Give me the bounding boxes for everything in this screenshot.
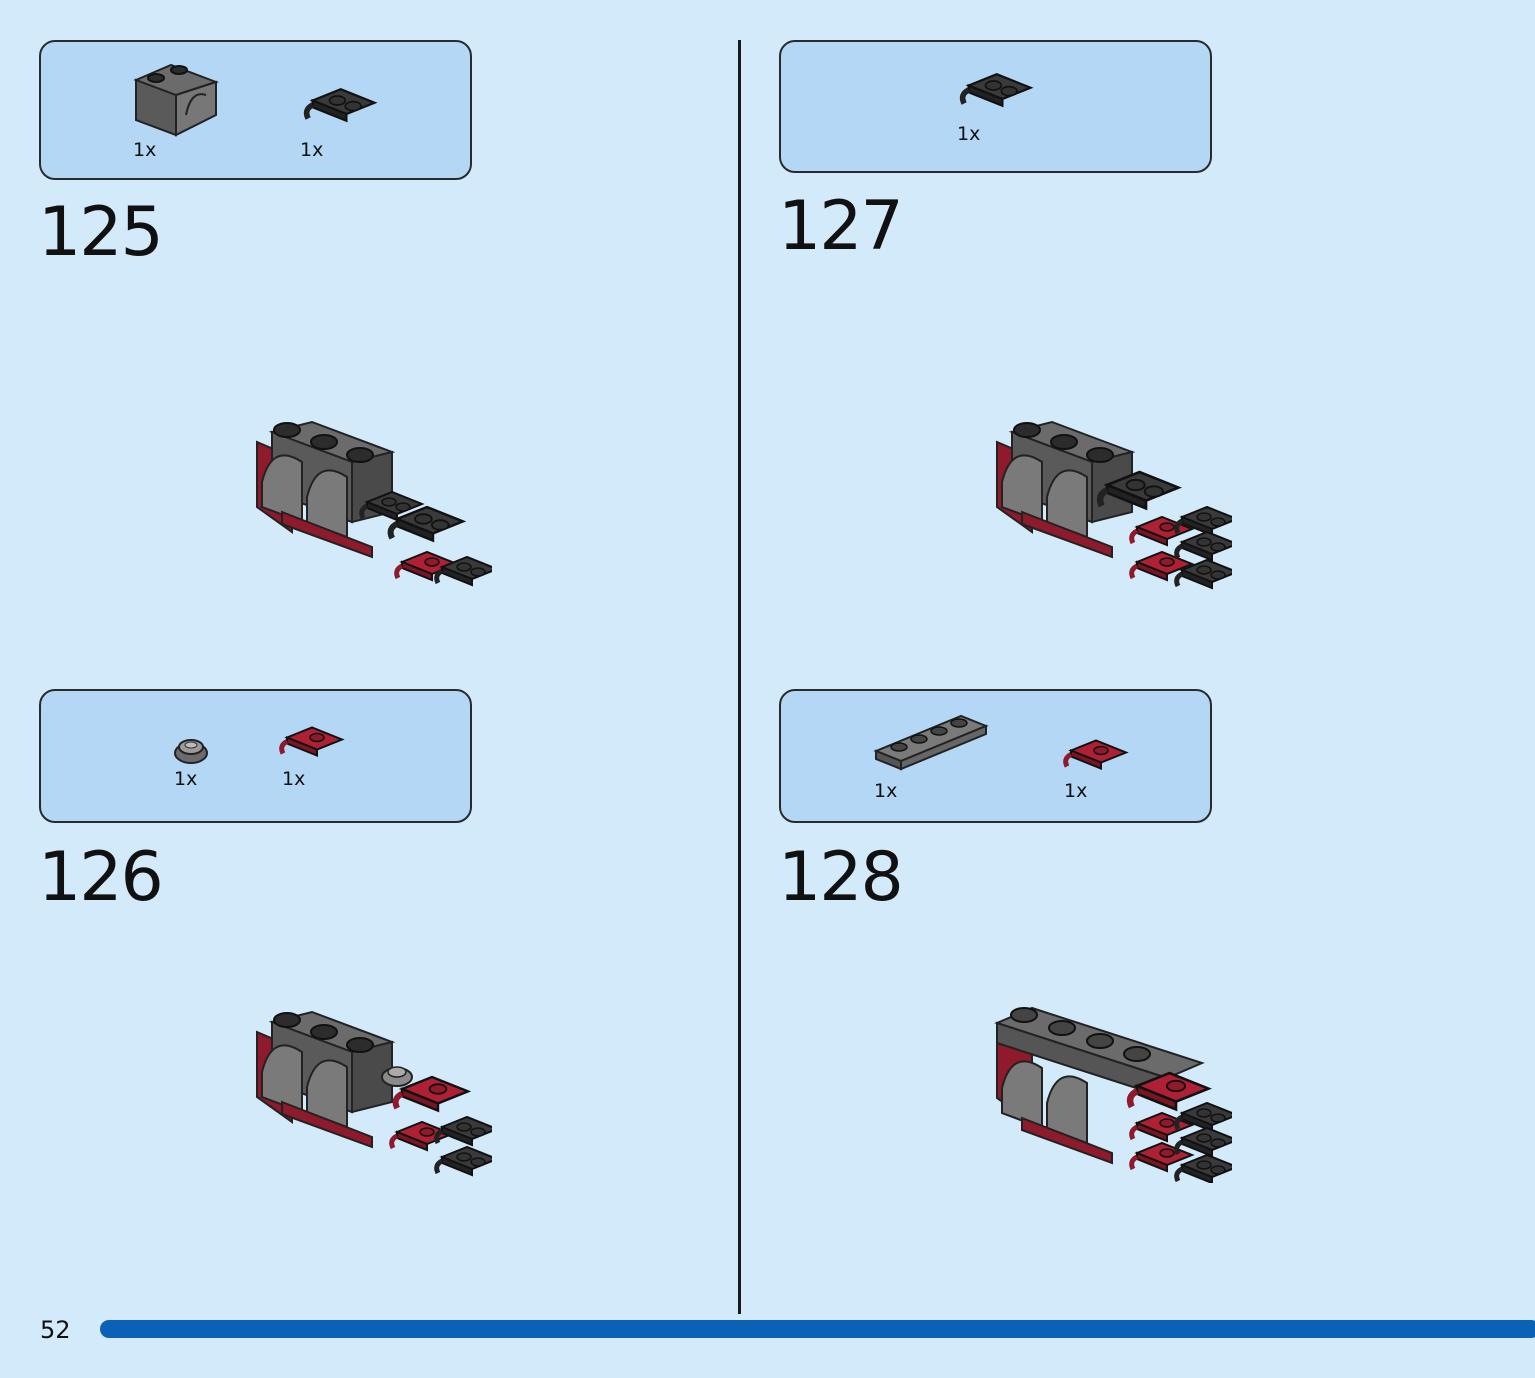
plate-clip-red-part-icon: [279, 723, 349, 768]
technic-bracket-part-icon: [133, 63, 220, 137]
round-plate-part-icon: [174, 739, 208, 764]
part-quantity: 1x: [957, 123, 981, 145]
part-quantity: 1x: [282, 768, 306, 790]
plate-clip-red-part-icon: [1063, 736, 1133, 781]
part-quantity: 1x: [133, 139, 157, 161]
assembly-model-step-125: [256, 421, 492, 592]
parts-box-step-125: 1x 1x: [39, 40, 472, 180]
part-quantity: 1x: [300, 139, 324, 161]
plate-clip-black-part-icon: [959, 72, 1039, 117]
part-quantity: 1x: [874, 780, 898, 802]
page-number: 52: [40, 1316, 71, 1344]
step-number: 127: [778, 187, 904, 266]
part-quantity: 1x: [174, 768, 198, 790]
progress-bar: [100, 1320, 1535, 1338]
parts-box-step-128: 1x 1x: [779, 689, 1212, 823]
parts-box-step-126: 1x 1x: [39, 689, 472, 823]
assembly-model-step-126: [256, 1011, 492, 1182]
plate-1x4-part-icon: [873, 714, 989, 771]
column-divider: [738, 40, 741, 1314]
part-quantity: 1x: [1064, 780, 1088, 802]
step-number: 126: [38, 838, 164, 917]
assembly-model-step-127: [996, 421, 1232, 592]
step-number: 125: [38, 193, 164, 272]
step-number: 128: [778, 838, 904, 917]
plate-clip-black-part-icon: [303, 87, 383, 132]
parts-box-step-127: 1x: [779, 40, 1212, 173]
assembly-model-step-128: [994, 1006, 1232, 1183]
